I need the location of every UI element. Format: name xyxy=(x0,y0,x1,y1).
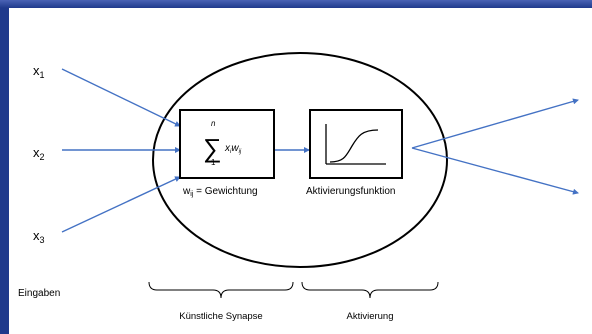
input-label-2: x2 xyxy=(33,145,45,162)
activation-caption: Aktivierungsfunktion xyxy=(306,186,396,197)
input-arrow-1 xyxy=(61,68,181,127)
sum-lower-limit: 1 xyxy=(211,158,216,167)
sigmoid-plot-icon xyxy=(325,124,386,165)
input-label-1: x1 xyxy=(33,63,45,80)
activation-box xyxy=(309,109,403,179)
sum-box xyxy=(179,109,275,179)
synapse-brace-label: Künstliche Synapse xyxy=(179,311,262,322)
synapse-brace xyxy=(148,281,294,299)
inputs-caption: Eingaben xyxy=(18,288,60,299)
sum-symbol: ∑ xyxy=(203,133,222,163)
activation-brace-label: Aktivierung xyxy=(347,311,394,322)
neuron-ellipse xyxy=(152,52,448,268)
activation-brace xyxy=(301,281,439,299)
weight-caption: wij = Gewichtung xyxy=(182,186,258,198)
input-arrow-3 xyxy=(61,176,181,233)
input-label-3: x3 xyxy=(33,228,45,245)
output-arrow-2 xyxy=(411,147,579,195)
sum-upper-limit: n xyxy=(211,119,216,128)
output-arrow-1 xyxy=(411,98,579,149)
sum-term: xiwij xyxy=(224,143,242,155)
frame-top-bar xyxy=(0,0,592,8)
